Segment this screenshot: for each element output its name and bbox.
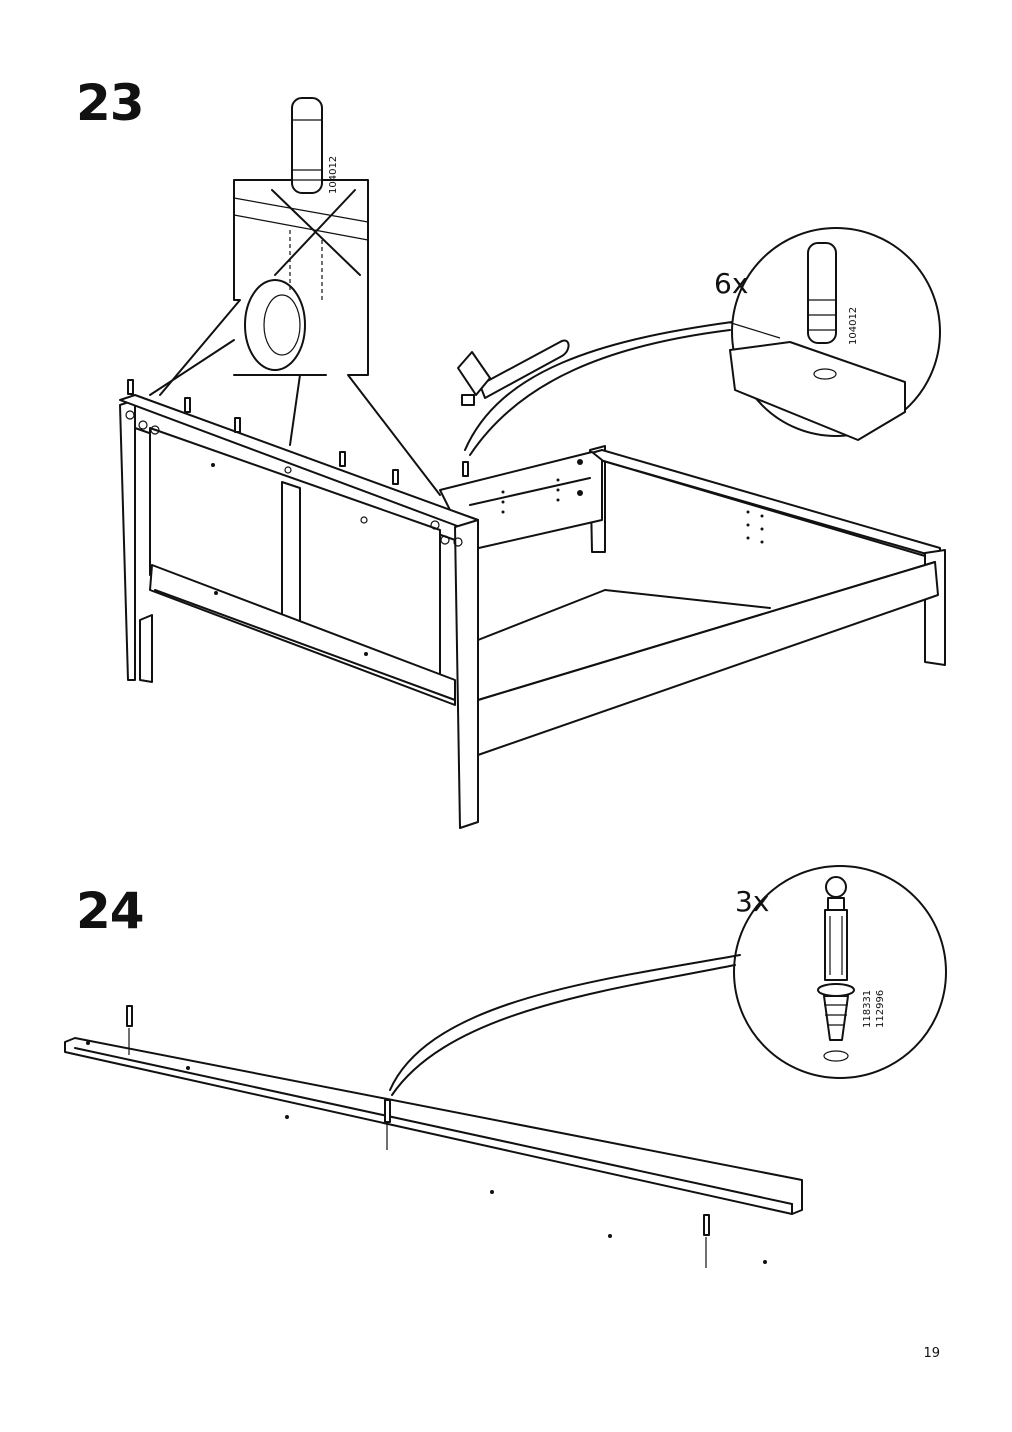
- bed-side-rail-near: [477, 561, 939, 756]
- detail-callout-wrong: [149, 97, 441, 496]
- step-number-24: 24: [76, 882, 145, 940]
- bed-side-rail-far: [439, 451, 764, 551]
- quantity-label-24: 3x: [735, 885, 770, 918]
- step-23-illustration: [119, 97, 946, 829]
- part-number-112996: 112996: [875, 989, 886, 1028]
- zoom-circle-connector: [389, 865, 947, 1096]
- slat-beam: [64, 1037, 803, 1264]
- step-number-23: 23: [76, 74, 145, 132]
- bed-headboard-front: [119, 394, 479, 829]
- dowels-step-23: [127, 379, 469, 485]
- part-number-118331: 118331: [862, 989, 873, 1028]
- dowels-step-24: [126, 1005, 710, 1268]
- hammer-icon: [457, 339, 570, 406]
- quantity-label-23: 6x: [714, 267, 749, 300]
- step-24-illustration: [64, 865, 947, 1268]
- zoom-circle-correct: [464, 227, 941, 456]
- page-number: 19: [923, 1346, 940, 1361]
- part-number-detail-23: 104012: [328, 155, 339, 194]
- part-number-zoom-23: 104012: [848, 306, 859, 345]
